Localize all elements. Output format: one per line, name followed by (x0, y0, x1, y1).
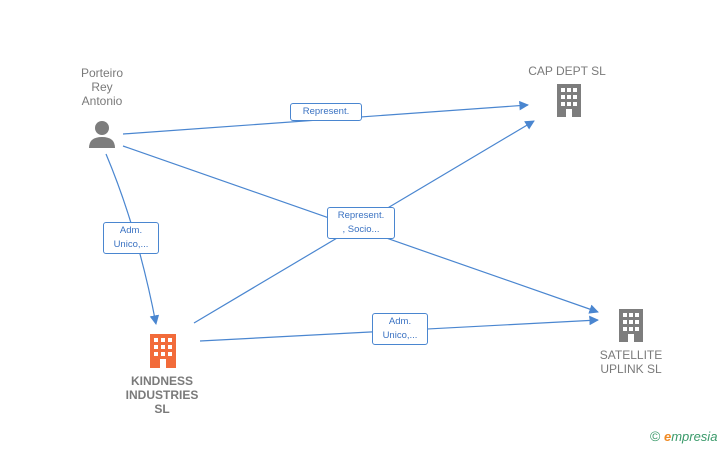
building-icon-cap (557, 84, 581, 117)
node-label-cap[interactable]: CAP DEPT SL (528, 64, 606, 78)
brand-watermark: © empresia (650, 428, 717, 444)
person-icon (89, 121, 115, 148)
node-label-person[interactable]: Porteiro Rey Antonio (80, 66, 124, 108)
edge-label-person-cap[interactable]: Represent. (290, 103, 362, 121)
node-label-kindness[interactable]: KINDNESS INDUSTRIES SL (125, 374, 199, 416)
brand-e: e (663, 429, 672, 444)
building-icon-satellite (619, 309, 643, 342)
edge-label-center[interactable]: Represent. , Socio... (327, 207, 395, 239)
copyright-symbol: © (650, 428, 661, 444)
edge-label-person-kindness[interactable]: Adm. Unico,... (103, 222, 159, 254)
edge-label-kindness-satellite[interactable]: Adm. Unico,... (372, 313, 428, 345)
building-icon-kindness (150, 334, 176, 368)
node-label-satellite[interactable]: SATELLITE UPLINK SL (599, 348, 663, 376)
brand-rest: mpresia (671, 429, 718, 444)
